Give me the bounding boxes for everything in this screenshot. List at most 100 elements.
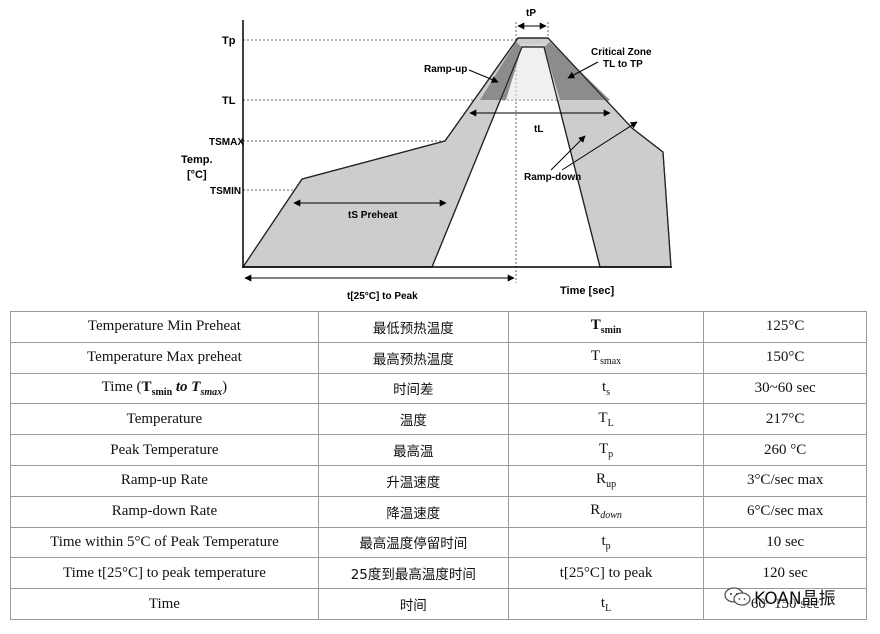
param-cell: Temperature [10, 403, 319, 436]
ramp-up-pointer [468, 69, 499, 83]
table-row: Ramp-up Rate 升温速度 Rup 3°C/sec max [10, 464, 867, 497]
symbol-main: R [590, 502, 601, 519]
param-cell: Time t[25°C] to peak temperature [10, 557, 319, 590]
chinese-cell: 最低预热温度 [317, 311, 509, 343]
param-cell: Ramp-up Rate [10, 464, 319, 497]
symbol-cell: ts [507, 372, 705, 405]
symbol-main: T [598, 409, 608, 426]
chinese-cell: 时间差 [317, 372, 509, 405]
ramp-up-label: Ramp-up [424, 64, 467, 75]
symbol-main: R [596, 471, 607, 488]
symbol-cell: tp [507, 526, 705, 559]
table-row: Temperature Min Preheat 最低预热温度 Tsmin 125… [10, 311, 867, 343]
symbol-sub: L [605, 602, 612, 614]
ramp-down-pointer-1 [550, 135, 586, 171]
table-row: Time (Tsmin to Tsmax) 时间差 ts 30~60 sec [10, 372, 867, 405]
param-suffix: ) [222, 378, 228, 395]
symbol-sub: smin [600, 325, 622, 337]
symbol-cell: tL [507, 588, 705, 620]
tp-top-label: tP [526, 8, 536, 19]
ramp-down-label: Ramp-down [524, 172, 581, 183]
watermark-text: KOAN晶振 [754, 589, 836, 609]
symbol-main: t [602, 378, 607, 395]
param-prefix: Time ( [101, 378, 142, 395]
value-cell: 217°C [703, 403, 867, 436]
table-row: Ramp-down Rate 降温速度 Rdown 6°C/sec max [10, 495, 867, 528]
param-cell: Temperature Max preheat [10, 341, 319, 374]
chinese-cell: 温度 [317, 403, 509, 436]
symbol-main: t [600, 594, 606, 611]
param-cell: Time (Tsmin to Tsmax) [10, 372, 319, 405]
param-cell: Time within 5°C of Peak Temperature [10, 526, 319, 559]
chinese-cell: 时间 [317, 588, 509, 620]
symbol-cell: t[25°C] to peak [507, 557, 705, 590]
tsmax-label: TSMAX [209, 137, 244, 148]
param-t1: T [141, 378, 152, 395]
param-mid: to [172, 378, 192, 395]
t25-to-peak-label: t[25°C] to Peak [347, 291, 418, 302]
value-cell: 125°C [703, 311, 867, 343]
chinese-cell: 最高温 [317, 434, 509, 466]
value-cell: 260 °C [703, 434, 867, 466]
symbol-cell: Tp [507, 434, 705, 466]
param-t1-sub: smin [151, 386, 173, 398]
symbol-main: T [590, 348, 601, 365]
ts-preheat-label: tS Preheat [348, 210, 398, 221]
chinese-cell: 升温速度 [317, 464, 509, 497]
tsmin-label: TSMIN [210, 186, 241, 197]
value-cell: 150°C [703, 341, 867, 374]
symbol-main: t [601, 532, 606, 549]
ramp-down-pointer-2 [561, 121, 638, 171]
chinese-cell: 最高预热温度 [317, 341, 509, 374]
table-row: Peak Temperature 最高温 Tp 260 °C [10, 434, 867, 466]
symbol-main: T [598, 440, 609, 457]
symbol-main: T [590, 317, 601, 334]
symbol-cell: TL [507, 403, 705, 436]
value-cell: 6°C/sec max [703, 495, 867, 528]
critical-zone-pointer [567, 61, 599, 79]
value-cell: 10 sec [703, 526, 867, 559]
temp-unit-label: [°C] [187, 169, 207, 181]
critical-zone-label: Critical Zone [591, 47, 652, 58]
critical-zone-left [480, 42, 522, 100]
table-row: Temperature 温度 TL 217°C [10, 403, 867, 436]
symbol-sub: smax [600, 356, 622, 368]
chinese-cell: 降温速度 [317, 495, 509, 528]
symbol-cell: Rdown [507, 495, 705, 528]
symbol-cell: Rup [507, 464, 705, 497]
temp-label: Temp. [181, 154, 213, 166]
symbol-sub: p [605, 540, 611, 552]
critical-zone-range: TL to TP [603, 59, 643, 70]
tl-label: TL [222, 95, 236, 107]
symbol-sub: up [606, 479, 617, 491]
chinese-cell: 最高温度停留时间 [317, 526, 509, 559]
symbol-cell: Tsmax [507, 341, 705, 374]
symbol-sub: p [608, 448, 614, 460]
table-row: Time within 5°C of Peak Temperature 最高温度… [10, 526, 867, 559]
symbol-sub: L [607, 417, 614, 429]
time-axis-label: Time [sec] [560, 285, 615, 297]
critical-zone-right [544, 42, 610, 100]
tp-label: Tp [222, 35, 236, 47]
reflow-spec-table: Temperature Min Preheat 最低预热温度 Tsmin 125… [10, 311, 867, 620]
param-cell: Time [10, 588, 319, 620]
value-cell: 30~60 sec [703, 372, 867, 405]
tl-span-label: tL [534, 124, 543, 135]
table-row: Time t[25°C] to peak temperature 25度到最高温… [10, 557, 867, 590]
param-cell: Temperature Min Preheat [10, 311, 319, 343]
watermark: KOAN晶振 [724, 584, 874, 610]
chinese-cell: 25度到最高温度时间 [317, 557, 509, 590]
symbol-cell: Tsmin [507, 311, 705, 343]
table-row: Temperature Max preheat 最高预热温度 Tsmax 150… [10, 341, 867, 374]
value-cell: 3°C/sec max [703, 464, 867, 497]
table-row: Time 时间 tL 60~150 sec [10, 588, 867, 620]
symbol-sub: s [606, 386, 611, 398]
value-cell: 120 sec [703, 557, 867, 590]
reflow-profile-diagram: Tp TL TSMAX Temp. [°C] TSMIN Time [sec] … [181, 8, 672, 302]
param-cell: Peak Temperature [10, 434, 319, 466]
wechat-icon [724, 587, 751, 606]
param-cell: Ramp-down Rate [10, 495, 319, 528]
param-t2: T [191, 378, 201, 395]
param-t2-sub: smax [200, 386, 223, 398]
symbol-sub: down [600, 510, 622, 522]
